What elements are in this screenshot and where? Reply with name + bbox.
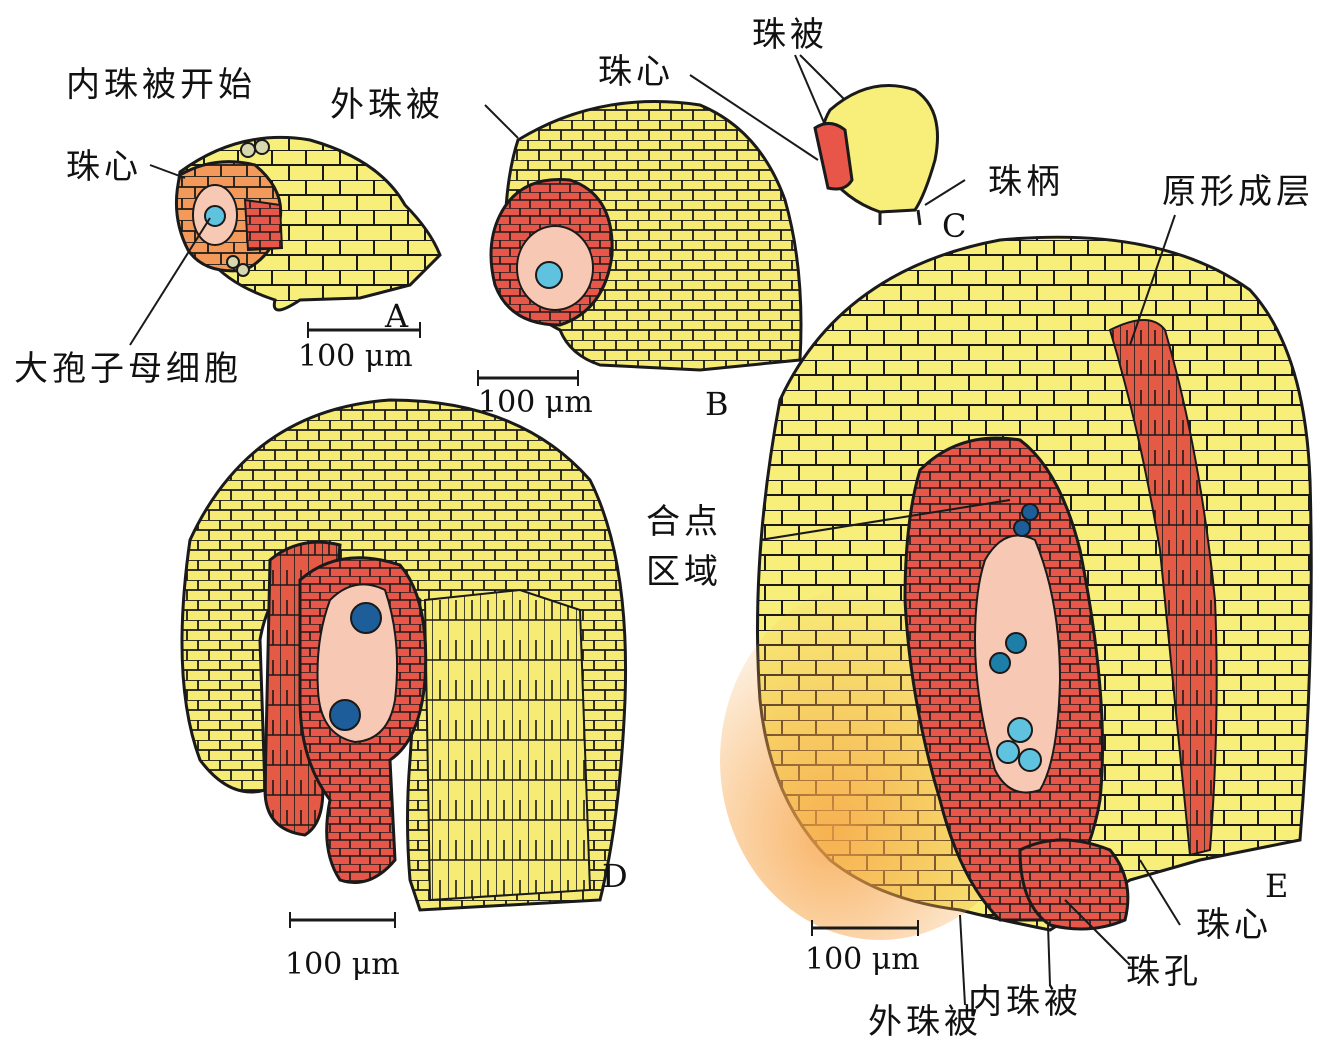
panel-b-pointer-outer-integument — [485, 105, 518, 138]
label-a-nucellus: 珠心 — [66, 150, 142, 184]
panel-d-letter: D — [602, 860, 628, 892]
label-e-outer-integument: 外珠被 — [868, 1005, 982, 1039]
label-e-nucellus: 珠心 — [1196, 908, 1272, 942]
panel-b-letter: B — [705, 388, 729, 420]
label-e-chalazal-line2: 区域 — [646, 555, 722, 589]
label-megasporocyte: 大孢子母细胞 — [14, 352, 242, 386]
panel-d — [182, 400, 626, 928]
panel-d-scale-label: 100 μm — [285, 950, 400, 980]
label-e-protoderm: 原形成层 — [1162, 175, 1314, 209]
panel-e-egg-apparatus-cell — [1008, 718, 1032, 742]
panel-c-pointer-integument-2 — [800, 55, 845, 100]
panel-e-pointer-outer-integument — [960, 915, 965, 1005]
panel-d-nucleus-top — [351, 603, 381, 633]
label-c-integument: 珠被 — [752, 18, 828, 52]
panel-e-egg-apparatus-cell — [1019, 749, 1041, 771]
label-e-micropyle: 珠孔 — [1126, 955, 1202, 989]
panel-e-polar-nucleus — [990, 653, 1010, 673]
panel-e-pointer-inner-integument — [1048, 925, 1050, 985]
panel-a-inner-integument-cell — [255, 140, 269, 154]
panel-a-inner-integument-cell — [227, 256, 239, 268]
label-c-funiculus: 珠柄 — [988, 165, 1064, 199]
panel-a-scale-label: 100 μm — [298, 342, 413, 372]
panel-e-egg-apparatus-cell — [997, 741, 1019, 763]
panel-e-antipodal-cell — [1014, 520, 1030, 536]
panel-c-nucellus — [815, 123, 852, 189]
panel-c-letter: C — [942, 210, 966, 242]
panel-a-inner-integument-cell — [241, 143, 255, 157]
panel-e — [720, 215, 1311, 1005]
panel-b-nucleus — [536, 262, 562, 288]
label-b-outer-integument: 外珠被 — [330, 88, 444, 122]
panel-e-scale-label: 100 μm — [805, 945, 920, 975]
label-inner-integument-start: 内珠被开始 — [66, 68, 256, 102]
panel-a-pointer-megasporocyte — [130, 218, 210, 345]
panel-e-polar-nucleus — [1006, 633, 1026, 653]
panel-b — [478, 102, 801, 386]
label-e-inner-integument: 内珠被 — [968, 985, 1082, 1019]
panel-d-nucleus-bottom — [330, 700, 360, 730]
panel-e-letter: E — [1265, 870, 1288, 902]
panel-e-antipodal-cell — [1022, 504, 1038, 520]
label-e-chalazal-line1: 合点 — [646, 505, 722, 539]
panel-a-red-cells — [245, 200, 282, 250]
panel-d-vertical-cells — [425, 590, 590, 900]
panel-a-letter: A — [385, 300, 408, 332]
panel-b-scale-label: 100 μm — [478, 388, 593, 418]
panel-c-funiculus-right — [918, 210, 920, 225]
label-c-nucellus: 珠心 — [598, 55, 674, 89]
panel-c-pointer-funiculus — [925, 180, 965, 205]
